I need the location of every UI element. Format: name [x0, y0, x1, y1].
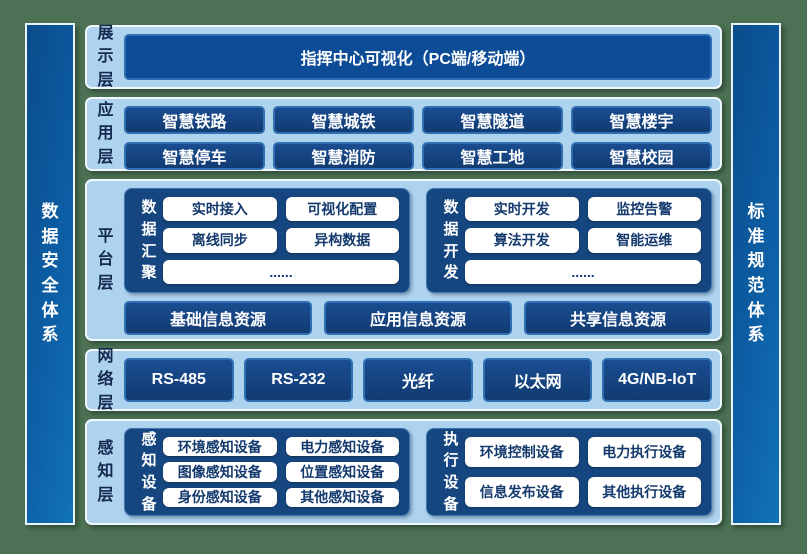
standards-sidebar-label: 标准规范体系	[747, 202, 765, 345]
perception-devices-panel: 感知设备 环境感知设备 电力感知设备 图像感知设备 位置感知设备 身份感知设备 …	[124, 428, 410, 516]
information-resources: 基础信息资源 应用信息资源 共享信息资源	[124, 301, 712, 335]
execution-devices-panel: 执行设备 环境控制设备 电力执行设备 信息发布设备 其他执行设备	[426, 428, 712, 516]
realtime-access-block: 实时接入	[163, 197, 277, 222]
data-development-panel: 数据开发 实时开发 监控告警 算法开发 智能运维 ......	[426, 188, 712, 293]
heterogeneous-data-block: 异构数据	[285, 228, 399, 253]
location-sensing-device-block: 位置感知设备	[285, 462, 399, 482]
offline-sync-block: 离线同步	[163, 228, 277, 253]
other-execution-device-block: 其他执行设备	[587, 477, 701, 507]
application-layer-label-text: 应用层	[97, 102, 114, 166]
perception-devices-title: 感知设备	[135, 431, 163, 513]
smart-construction-block: 智慧工地	[422, 142, 563, 170]
rs232-block: RS-232	[243, 358, 354, 402]
smart-metro-block: 智慧城铁	[273, 106, 414, 134]
power-execution-device-block: 电力执行设备	[587, 437, 701, 467]
data-development-title: 数据开发	[437, 197, 465, 284]
application-layer: 应用层 智慧铁路 智慧城铁 智慧隧道 智慧楼宇 智慧停车 智慧消防 智慧工地 智…	[85, 97, 722, 171]
realtime-dev-block: 实时开发	[465, 197, 579, 222]
ethernet-block: 以太网	[482, 358, 593, 402]
power-sensing-device-block: 电力感知设备	[285, 437, 399, 457]
smart-campus-block: 智慧校园	[571, 142, 712, 170]
network-layer-label: 网络层	[87, 348, 124, 411]
smart-tunnel-block: 智慧隧道	[422, 106, 563, 134]
execution-devices-title: 执行设备	[437, 431, 465, 513]
perception-layer-label: 感知层	[87, 421, 124, 523]
monitor-alert-block: 监控告警	[587, 197, 701, 222]
smart-railway-block: 智慧铁路	[124, 106, 265, 134]
application-info-resource-block: 应用信息资源	[324, 301, 512, 335]
smart-building-block: 智慧楼宇	[571, 106, 712, 134]
intelligent-ops-block: 智能运维	[587, 228, 701, 253]
platform-layer-label-text: 平台层	[97, 228, 114, 292]
basic-info-resource-block: 基础信息资源	[124, 301, 312, 335]
image-sensing-device-block: 图像感知设备	[163, 462, 277, 482]
data-aggregation-title-text: 数据汇聚	[141, 199, 157, 282]
identity-sensing-device-block: 身份感知设备	[163, 487, 277, 507]
platform-layer: 平台层 数据汇聚 实时接入 可视化配置 离线同步 异构数据 ......	[85, 179, 722, 341]
4g-nbiot-block: 4G/NB-IoT	[602, 358, 712, 402]
data-development-title-text: 数据开发	[443, 199, 459, 282]
data-aggregation-title: 数据汇聚	[135, 197, 163, 284]
platform-layer-label: 平台层	[87, 181, 124, 339]
command-center-visualization-block: 指挥中心可视化（PC端/移动端）	[124, 34, 712, 80]
data-aggregation-panel: 数据汇聚 实时接入 可视化配置 离线同步 异构数据 ......	[124, 188, 410, 293]
presentation-layer-label-text: 展示层	[97, 25, 114, 89]
application-layer-label: 应用层	[87, 99, 124, 169]
smart-parking-block: 智慧停车	[124, 142, 265, 170]
rs485-block: RS-485	[124, 358, 234, 402]
standards-sidebar: 标准规范体系	[731, 23, 781, 525]
env-control-device-block: 环境控制设备	[465, 437, 579, 467]
data-aggregation-more-block: ......	[163, 259, 399, 284]
info-publishing-device-block: 信息发布设备	[465, 477, 579, 507]
smart-firefighting-block: 智慧消防	[273, 142, 414, 170]
shared-info-resource-block: 共享信息资源	[524, 301, 712, 335]
network-layer: 网络层 RS-485 RS-232 光纤 以太网 4G/NB-IoT	[85, 348, 722, 412]
perception-devices-title-text: 感知设备	[141, 430, 157, 513]
fiber-block: 光纤	[363, 358, 473, 402]
data-security-sidebar: 数据安全体系	[25, 23, 75, 525]
visual-config-block: 可视化配置	[285, 197, 399, 222]
architecture-diagram: 展示层 指挥中心可视化（PC端/移动端） 应用层 智慧铁路 智慧城铁 智慧隧道 …	[85, 25, 722, 525]
perception-layer: 感知层 感知设备 环境感知设备 电力感知设备 图像感知设备 位置感知设备 身份感…	[85, 419, 722, 525]
other-sensing-device-block: 其他感知设备	[285, 487, 399, 507]
presentation-layer-label: 展示层	[87, 25, 124, 88]
algorithm-dev-block: 算法开发	[465, 228, 579, 253]
network-layer-label-text: 网络层	[97, 348, 114, 412]
perception-layer-label-text: 感知层	[97, 440, 114, 504]
network-blocks: RS-485 RS-232 光纤 以太网 4G/NB-IoT	[124, 358, 712, 402]
application-blocks: 智慧铁路 智慧城铁 智慧隧道 智慧楼宇 智慧停车 智慧消防 智慧工地 智慧校园	[124, 106, 712, 170]
data-development-more-block: ......	[465, 259, 701, 284]
env-sensing-device-block: 环境感知设备	[163, 437, 277, 457]
data-security-sidebar-label: 数据安全体系	[41, 202, 59, 345]
execution-devices-title-text: 执行设备	[443, 430, 459, 513]
presentation-layer: 展示层 指挥中心可视化（PC端/移动端）	[85, 25, 722, 89]
